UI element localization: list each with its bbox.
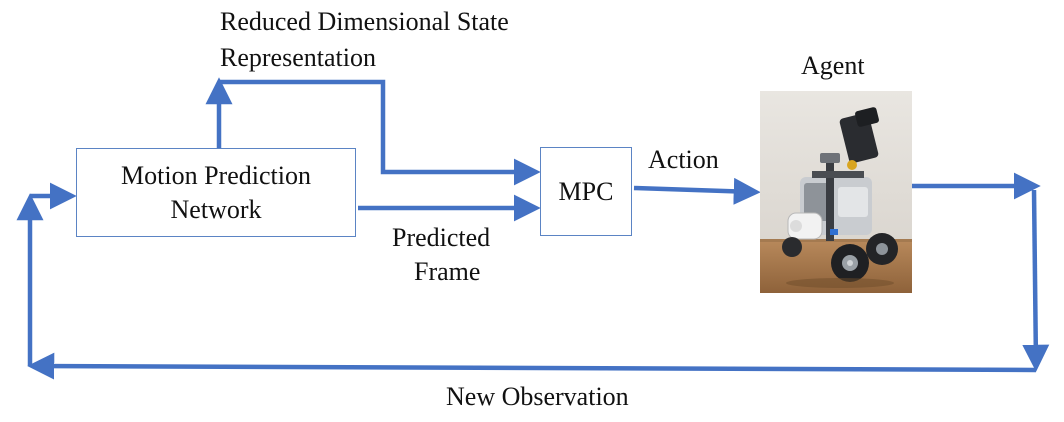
reduced-state-label-line2: Representation	[220, 43, 376, 72]
arrow-new-observation	[27, 352, 1037, 380]
lego-robot-photo	[760, 91, 912, 293]
motion-prediction-network-box: Motion Prediction Network	[76, 148, 356, 237]
mpn-label-line1: Motion Prediction	[121, 160, 311, 190]
predicted-frame-label-line1: Predicted	[392, 223, 491, 252]
arrow-observation-down	[1022, 189, 1050, 372]
reduced-state-label-line1: Reduced Dimensional State	[220, 7, 509, 36]
mpn-label-line2: Network	[170, 194, 262, 224]
action-label: Action	[648, 145, 719, 174]
arrow-action	[633, 177, 761, 205]
mpc-box: MPC	[540, 147, 632, 236]
arrow-reduced-state-to-mpc	[219, 79, 541, 186]
new-observation-label: New Observation	[446, 382, 629, 411]
mpc-label: MPC	[558, 176, 614, 206]
predicted-frame-label-line2: Frame	[414, 257, 481, 286]
agent-label: Agent	[801, 51, 865, 80]
